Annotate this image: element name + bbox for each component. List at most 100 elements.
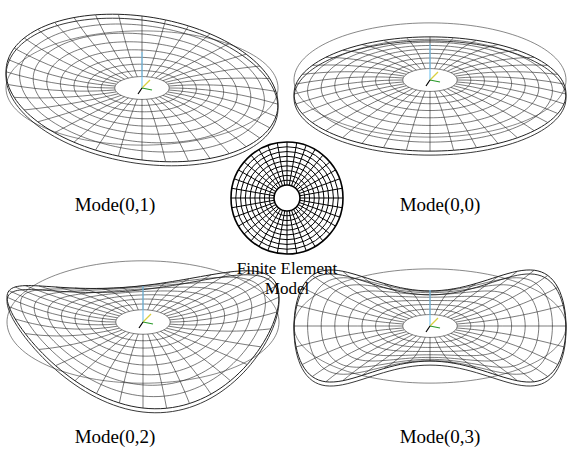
fe-ring <box>231 142 343 254</box>
fe-spoke <box>287 142 288 185</box>
fe-spoke <box>300 200 342 207</box>
mesh-spoke <box>312 65 406 74</box>
mesh-spoke <box>163 54 246 80</box>
model-label: Finite Element Model <box>221 259 353 299</box>
mesh-spoke <box>326 333 409 381</box>
mesh-spoke <box>163 95 246 146</box>
fe-spoke <box>289 211 296 253</box>
fe-ring <box>274 185 300 211</box>
mesh-spoke <box>56 331 126 365</box>
mode-00-plate <box>294 23 566 155</box>
axis-triad <box>430 80 440 82</box>
mesh-spoke <box>156 34 210 78</box>
mesh-spoke <box>15 287 117 318</box>
plate-thickness-edge <box>7 275 279 413</box>
mesh-spoke <box>39 330 122 350</box>
mode-label: Mode(0,3) <box>398 426 483 448</box>
mesh-spoke <box>312 332 406 377</box>
mesh-spoke <box>435 337 454 363</box>
mesh-spoke <box>406 38 425 69</box>
axis-triad <box>429 44 430 80</box>
axis-triad <box>426 80 430 86</box>
mesh-spoke <box>169 88 278 104</box>
mesh-spoke <box>302 287 404 322</box>
fe-spoke <box>232 188 274 195</box>
mesh-spoke <box>294 326 403 327</box>
mesh-spoke <box>157 333 211 394</box>
mesh-spoke <box>326 270 409 318</box>
mesh-spoke <box>457 305 564 324</box>
mesh-spoke <box>447 50 517 71</box>
mesh-spoke <box>296 82 403 104</box>
fe-spoke <box>287 211 288 254</box>
axis-triad <box>429 290 430 326</box>
mesh-spoke <box>302 330 404 365</box>
fe-spoke <box>298 170 335 192</box>
mesh-spoke <box>444 336 498 376</box>
axis-triad <box>143 322 153 324</box>
mesh-spoke <box>430 337 431 361</box>
mesh-spoke <box>435 91 454 150</box>
mesh-spoke <box>75 333 129 381</box>
mesh-spoke <box>451 270 534 318</box>
mesh-spoke <box>147 20 166 77</box>
mesh-spoke <box>6 72 115 88</box>
axis-triad <box>138 88 142 94</box>
fe-spoke <box>234 179 274 194</box>
mesh-spoke <box>406 289 425 315</box>
axis-triad <box>142 286 143 322</box>
mesh-spoke <box>447 271 517 317</box>
mesh-spoke <box>343 271 413 317</box>
mesh-spoke <box>362 45 416 71</box>
mesh-spoke <box>167 328 261 347</box>
mesh-spoke <box>15 319 117 329</box>
mesh-spoke <box>75 288 129 311</box>
mesh-spoke <box>454 86 548 123</box>
mesh-spoke <box>55 97 125 133</box>
fe-spoke <box>234 202 274 217</box>
mesh-spoke <box>39 286 122 314</box>
mesh-spoke <box>147 99 166 161</box>
mesh-spoke <box>444 277 498 317</box>
mesh-spoke <box>302 72 404 76</box>
mesh-spoke <box>118 99 137 156</box>
axis-triad <box>430 318 438 326</box>
mesh-spoke <box>167 272 261 316</box>
mesh-spoke <box>143 334 144 408</box>
axis-triad <box>141 52 142 88</box>
mesh-spoke <box>9 307 116 325</box>
mesh-ring <box>6 14 278 162</box>
mesh-spoke <box>119 288 138 310</box>
fe-spoke <box>268 210 283 250</box>
fe-spoke <box>299 202 339 217</box>
fe-spoke <box>300 198 343 199</box>
mesh-spoke <box>454 65 548 74</box>
mesh-spoke <box>456 72 558 76</box>
mesh-spoke <box>362 277 416 317</box>
mesh-spoke <box>160 331 230 380</box>
mesh-spoke <box>447 335 517 381</box>
plate-thickness-edge <box>294 41 566 155</box>
mesh-spoke <box>166 94 260 138</box>
mesh-spoke <box>296 77 403 84</box>
mesh-spoke <box>457 77 564 84</box>
mesh-spoke <box>169 277 271 318</box>
mesh-spoke <box>9 291 116 320</box>
fe-spoke <box>259 150 281 187</box>
undeformed-outline <box>294 269 566 383</box>
mode-01-plate <box>6 14 278 166</box>
mesh-spoke <box>166 66 260 82</box>
mesh-spoke <box>457 82 564 104</box>
mesh-spoke <box>312 275 406 320</box>
mesh-spoke <box>406 91 425 150</box>
axis-triad <box>426 326 430 332</box>
axis-triad <box>143 314 151 322</box>
mesh-spoke <box>95 15 132 77</box>
axis-triad <box>430 326 440 328</box>
fe-spoke <box>289 143 296 185</box>
mode-02-plate <box>7 261 279 413</box>
mesh-spoke <box>439 40 476 69</box>
mesh-spoke <box>118 14 137 76</box>
